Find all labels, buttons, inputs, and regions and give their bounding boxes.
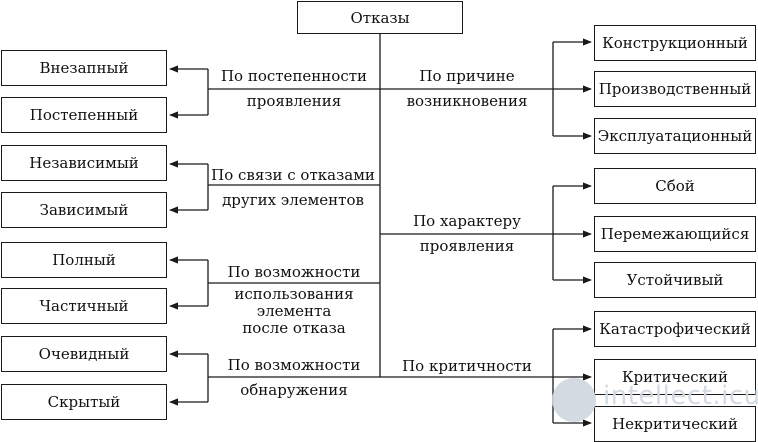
right-leaf-critical: Критический [594,359,756,395]
right-group-label-criticality: По критичности [402,357,532,375]
left-leaf-obvious: Очевидный [1,336,167,372]
right-leaf-production: Производственный [594,71,756,107]
left-leaf-complete: Полный [1,242,167,278]
root-node: Отказы [297,1,463,34]
left-leaf-hidden: Скрытый [1,384,167,420]
left-group-label-detection: По возможности обнаружения [227,356,361,399]
left-group-label-relation: По связи с отказами других элементов [211,166,375,209]
left-leaf-dependent: Зависимый [1,192,167,228]
right-leaf-noncritical: Некритический [594,406,756,442]
right-leaf-failure-glitch: Сбой [594,168,756,204]
right-leaf-design: Конструкционный [594,25,756,61]
right-group-label-cause: По причине возникновения [406,67,528,110]
watermark-logo-icon [552,378,596,422]
left-leaf-gradual: Постепенный [1,97,167,133]
left-group-label-usability: По возможности использования элемента по… [227,263,361,337]
right-leaf-persistent: Устойчивый [594,262,756,298]
right-group-label-character: По характеру проявления [413,212,521,255]
left-leaf-independent: Независимый [1,145,167,181]
right-leaf-operational: Эксплуатационный [594,118,756,154]
right-leaf-catastrophic: Катастрофический [594,311,756,347]
left-group-label-manifestation: По постепенности проявления [220,67,368,110]
left-leaf-sudden: Внезапный [1,50,167,86]
watermark-text: intellect.icu [603,381,758,411]
right-leaf-intermittent: Перемежающийся [594,216,756,252]
left-leaf-partial: Частичный [1,288,167,324]
